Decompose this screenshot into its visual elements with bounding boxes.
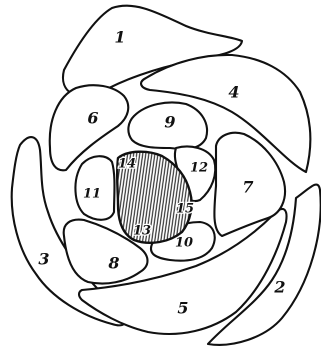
segment-6 xyxy=(50,85,129,170)
label-6: 6 xyxy=(87,109,98,128)
label-2: 2 xyxy=(273,278,285,297)
label-14: 14 xyxy=(118,157,136,172)
label-8: 8 xyxy=(107,254,119,273)
label-12: 12 xyxy=(190,161,208,176)
label-13: 13 xyxy=(133,224,151,239)
label-3: 3 xyxy=(38,250,49,269)
label-4: 4 xyxy=(228,83,239,102)
label-7: 7 xyxy=(242,178,253,197)
label-5: 5 xyxy=(177,299,188,318)
label-15: 15 xyxy=(176,202,194,217)
label-1: 1 xyxy=(114,28,125,47)
label-10: 10 xyxy=(175,236,193,251)
label-9: 9 xyxy=(164,113,175,132)
label-11: 11 xyxy=(83,187,101,202)
